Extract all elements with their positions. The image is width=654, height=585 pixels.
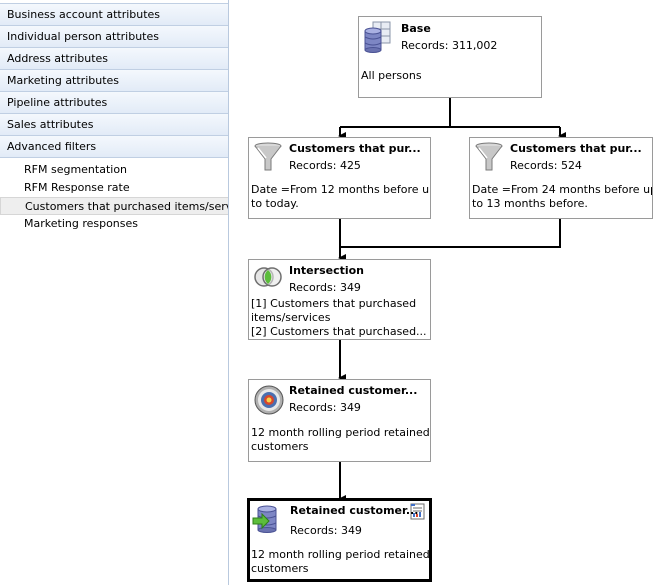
node-filter-12-months[interactable]: Customers that pur... Records: 425 Date … bbox=[248, 137, 431, 219]
filter-item-marketing-responses[interactable]: Marketing responses bbox=[24, 217, 139, 230]
node-description-line: to 13 months before. bbox=[472, 197, 588, 210]
node-description-line: customers bbox=[251, 562, 309, 575]
node-records: Records: 349 bbox=[290, 524, 362, 537]
node-records: Records: 349 bbox=[289, 401, 361, 414]
segmentation-canvas[interactable]: Base Records: 311,002 All persons Custom… bbox=[230, 0, 654, 585]
report-icon[interactable] bbox=[410, 503, 426, 520]
node-filter-24-months[interactable]: Customers that pur... Records: 524 Date … bbox=[469, 137, 653, 219]
node-retained-customers-output[interactable]: Retained customer... Records: 349 12 mon… bbox=[247, 498, 432, 582]
node-title: Base bbox=[401, 22, 431, 35]
node-title: Customers that pur... bbox=[510, 142, 642, 155]
filter-item-rfm-response-rate[interactable]: RFM Response rate bbox=[24, 181, 130, 194]
node-base[interactable]: Base Records: 311,002 All persons bbox=[358, 16, 542, 98]
node-description: Date =From 12 months before up to today. bbox=[251, 183, 431, 211]
node-description-line: All persons bbox=[361, 69, 422, 82]
node-description-line: 12 month rolling period retained bbox=[251, 548, 430, 561]
node-description-line: customers bbox=[251, 440, 309, 453]
node-description: [1] Customers that purchased items/servi… bbox=[251, 297, 427, 339]
filter-item-rfm-segmentation[interactable]: RFM segmentation bbox=[24, 163, 128, 176]
advanced-filters-list: RFM segmentation RFM Response rate Custo… bbox=[0, 158, 228, 233]
database-table-icon bbox=[364, 21, 391, 53]
intersection-icon bbox=[254, 267, 282, 287]
node-description-line: [2] Customers that purchased... bbox=[251, 325, 427, 338]
category-business-account[interactable]: Business account attributes bbox=[0, 3, 228, 26]
node-title: Retained customer... bbox=[289, 384, 418, 397]
database-arrow-icon bbox=[252, 505, 277, 533]
node-title: Customers that pur... bbox=[289, 142, 421, 155]
category-pipeline[interactable]: Pipeline attributes bbox=[0, 92, 228, 114]
node-description-line: items/services bbox=[251, 311, 331, 324]
node-records: Records: 349 bbox=[289, 281, 361, 294]
node-records: Records: 425 bbox=[289, 159, 361, 172]
node-description: 12 month rolling period retained custome… bbox=[251, 548, 430, 576]
connector-base-split bbox=[340, 98, 560, 128]
node-records: Records: 524 bbox=[510, 159, 582, 172]
node-description-line: Date =From 24 months before up bbox=[472, 183, 653, 196]
category-advanced-filters[interactable]: Advanced filters bbox=[0, 136, 228, 158]
category-sales[interactable]: Sales attributes bbox=[0, 114, 228, 136]
category-individual-person[interactable]: Individual person attributes bbox=[0, 26, 228, 48]
node-title: Intersection bbox=[289, 264, 365, 277]
attribute-sidebar: Business account attributes Individual p… bbox=[0, 0, 229, 585]
connector-filters-merge bbox=[339, 219, 561, 248]
node-description: All persons bbox=[361, 69, 422, 83]
node-records: Records: 311,002 bbox=[401, 39, 498, 52]
node-description-line: to today. bbox=[251, 197, 299, 210]
funnel-icon bbox=[475, 142, 503, 171]
category-marketing[interactable]: Marketing attributes bbox=[0, 70, 228, 92]
node-description-line: [1] Customers that purchased bbox=[251, 297, 417, 310]
funnel-icon bbox=[254, 142, 282, 171]
category-address[interactable]: Address attributes bbox=[0, 48, 228, 70]
node-retained-customers[interactable]: Retained customer... Records: 349 12 mon… bbox=[248, 379, 431, 462]
node-title: Retained customer... bbox=[290, 504, 419, 517]
node-description: Date =From 24 months before up to 13 mon… bbox=[472, 183, 653, 211]
filter-item-customers-purchased[interactable]: Customers that purchased items/services bbox=[0, 197, 228, 215]
node-intersection[interactable]: Intersection Records: 349 [1] Customers … bbox=[248, 259, 431, 340]
node-description-line: Date =From 12 months before up bbox=[251, 183, 431, 196]
node-description-line: 12 month rolling period retained bbox=[251, 426, 430, 439]
node-description: 12 month rolling period retained custome… bbox=[251, 426, 430, 454]
connector-lines bbox=[338, 98, 566, 503]
target-icon bbox=[254, 385, 284, 415]
